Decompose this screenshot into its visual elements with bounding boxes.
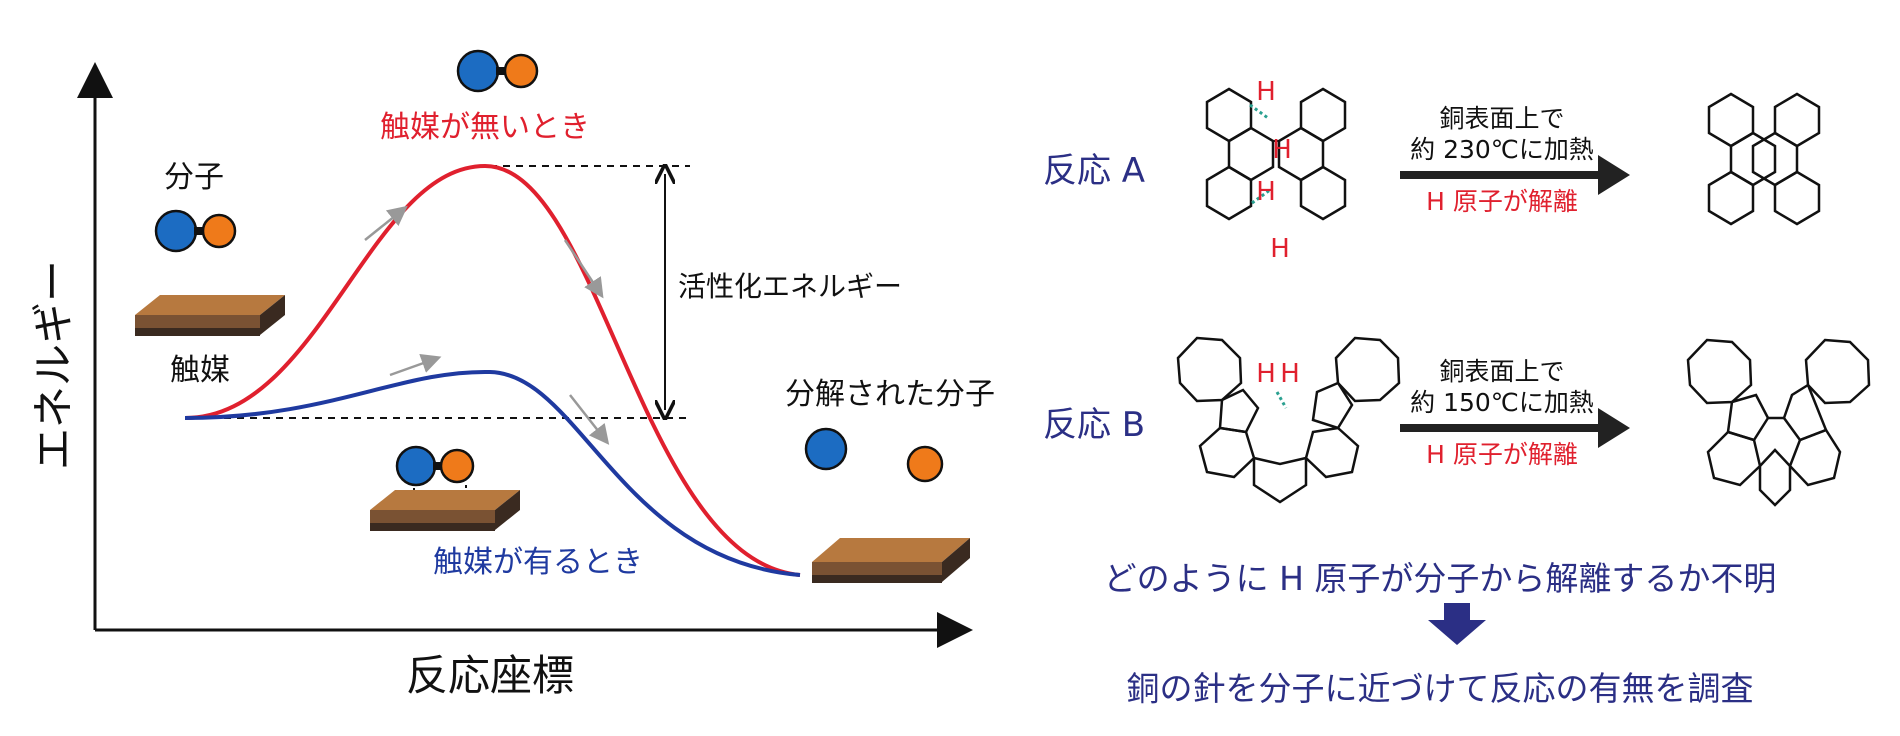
reactant-b-h-bond bbox=[1275, 391, 1288, 409]
reaction-b-condition-line1: 銅表面上で bbox=[1439, 357, 1564, 386]
reaction-b-condition-line3: H 原子が解離 bbox=[1426, 440, 1578, 469]
reaction-a-condition-line1: 銅表面上で bbox=[1439, 104, 1564, 133]
reactant-b-structure bbox=[1176, 336, 1401, 504]
product-b-structure bbox=[1686, 338, 1871, 507]
x-axis-label: 反応座標 bbox=[406, 651, 574, 700]
reaction-a-condition-line3: H 原子が解離 bbox=[1426, 187, 1578, 216]
gray-arrow bbox=[364, 205, 408, 241]
catalyst-slab-bottom bbox=[370, 490, 520, 531]
reaction-a-label: 反応 A bbox=[1043, 151, 1145, 191]
no-catalyst-label: 触媒が無いとき bbox=[380, 110, 590, 145]
atom-blue bbox=[804, 427, 848, 471]
with-catalyst-curve bbox=[184, 369, 801, 577]
energy-diagram: エネルギー 反応座標 活性化エネルギー 触媒が無いとき 触媒が有るとき 分子 bbox=[29, 49, 995, 700]
reaction-panel: 反応 A H H H H 銅表面上で 約 230℃に加熱 H 原子が解離 bbox=[1043, 77, 1871, 708]
reaction-a-arrow bbox=[1400, 155, 1630, 195]
reaction-b-arrow bbox=[1400, 408, 1630, 448]
h-atom: H bbox=[1272, 135, 1292, 165]
activation-energy-label: 活性化エネルギー bbox=[678, 270, 902, 303]
question-text: どのように H 原子が分子から解離するか不明 bbox=[1104, 559, 1777, 598]
atom-orange bbox=[906, 445, 944, 483]
reactant-a-h-bonds bbox=[1249, 103, 1271, 205]
reactant-a-structure bbox=[1205, 87, 1347, 221]
catalyst-slab-right bbox=[812, 538, 970, 583]
reaction-b-condition-line2: 約 150℃に加熱 bbox=[1410, 388, 1594, 417]
catalyst-slab bbox=[135, 295, 285, 336]
decomposed-label: 分解された分子 bbox=[785, 377, 995, 412]
gray-arrow bbox=[389, 353, 442, 377]
conclusion-text: 銅の針を分子に近づけて反応の有無を調査 bbox=[1127, 669, 1754, 708]
h-atom: H bbox=[1256, 359, 1276, 389]
molecule-icon bbox=[154, 209, 237, 253]
no-catalyst-curve bbox=[184, 163, 801, 577]
product-a-structure bbox=[1707, 92, 1821, 226]
with-catalyst-label: 触媒が有るとき bbox=[433, 545, 643, 580]
reaction-a-condition-line2: 約 230℃に加熱 bbox=[1410, 135, 1594, 164]
h-atom: H bbox=[1280, 359, 1300, 389]
h-atom: H bbox=[1256, 77, 1276, 107]
molecule-above-peak bbox=[456, 49, 539, 93]
h-atom: H bbox=[1256, 177, 1276, 207]
y-axis-label: エネルギー bbox=[29, 260, 78, 470]
h-atom: H bbox=[1270, 234, 1290, 264]
molecule-label: 分子 bbox=[164, 160, 224, 195]
gray-arrow bbox=[563, 239, 604, 299]
gray-arrow bbox=[569, 394, 610, 445]
adsorbed-molecule bbox=[395, 445, 475, 504]
down-arrow bbox=[1428, 603, 1486, 645]
catalyst-label: 触媒 bbox=[170, 353, 230, 388]
reaction-b-label: 反応 B bbox=[1043, 405, 1145, 445]
